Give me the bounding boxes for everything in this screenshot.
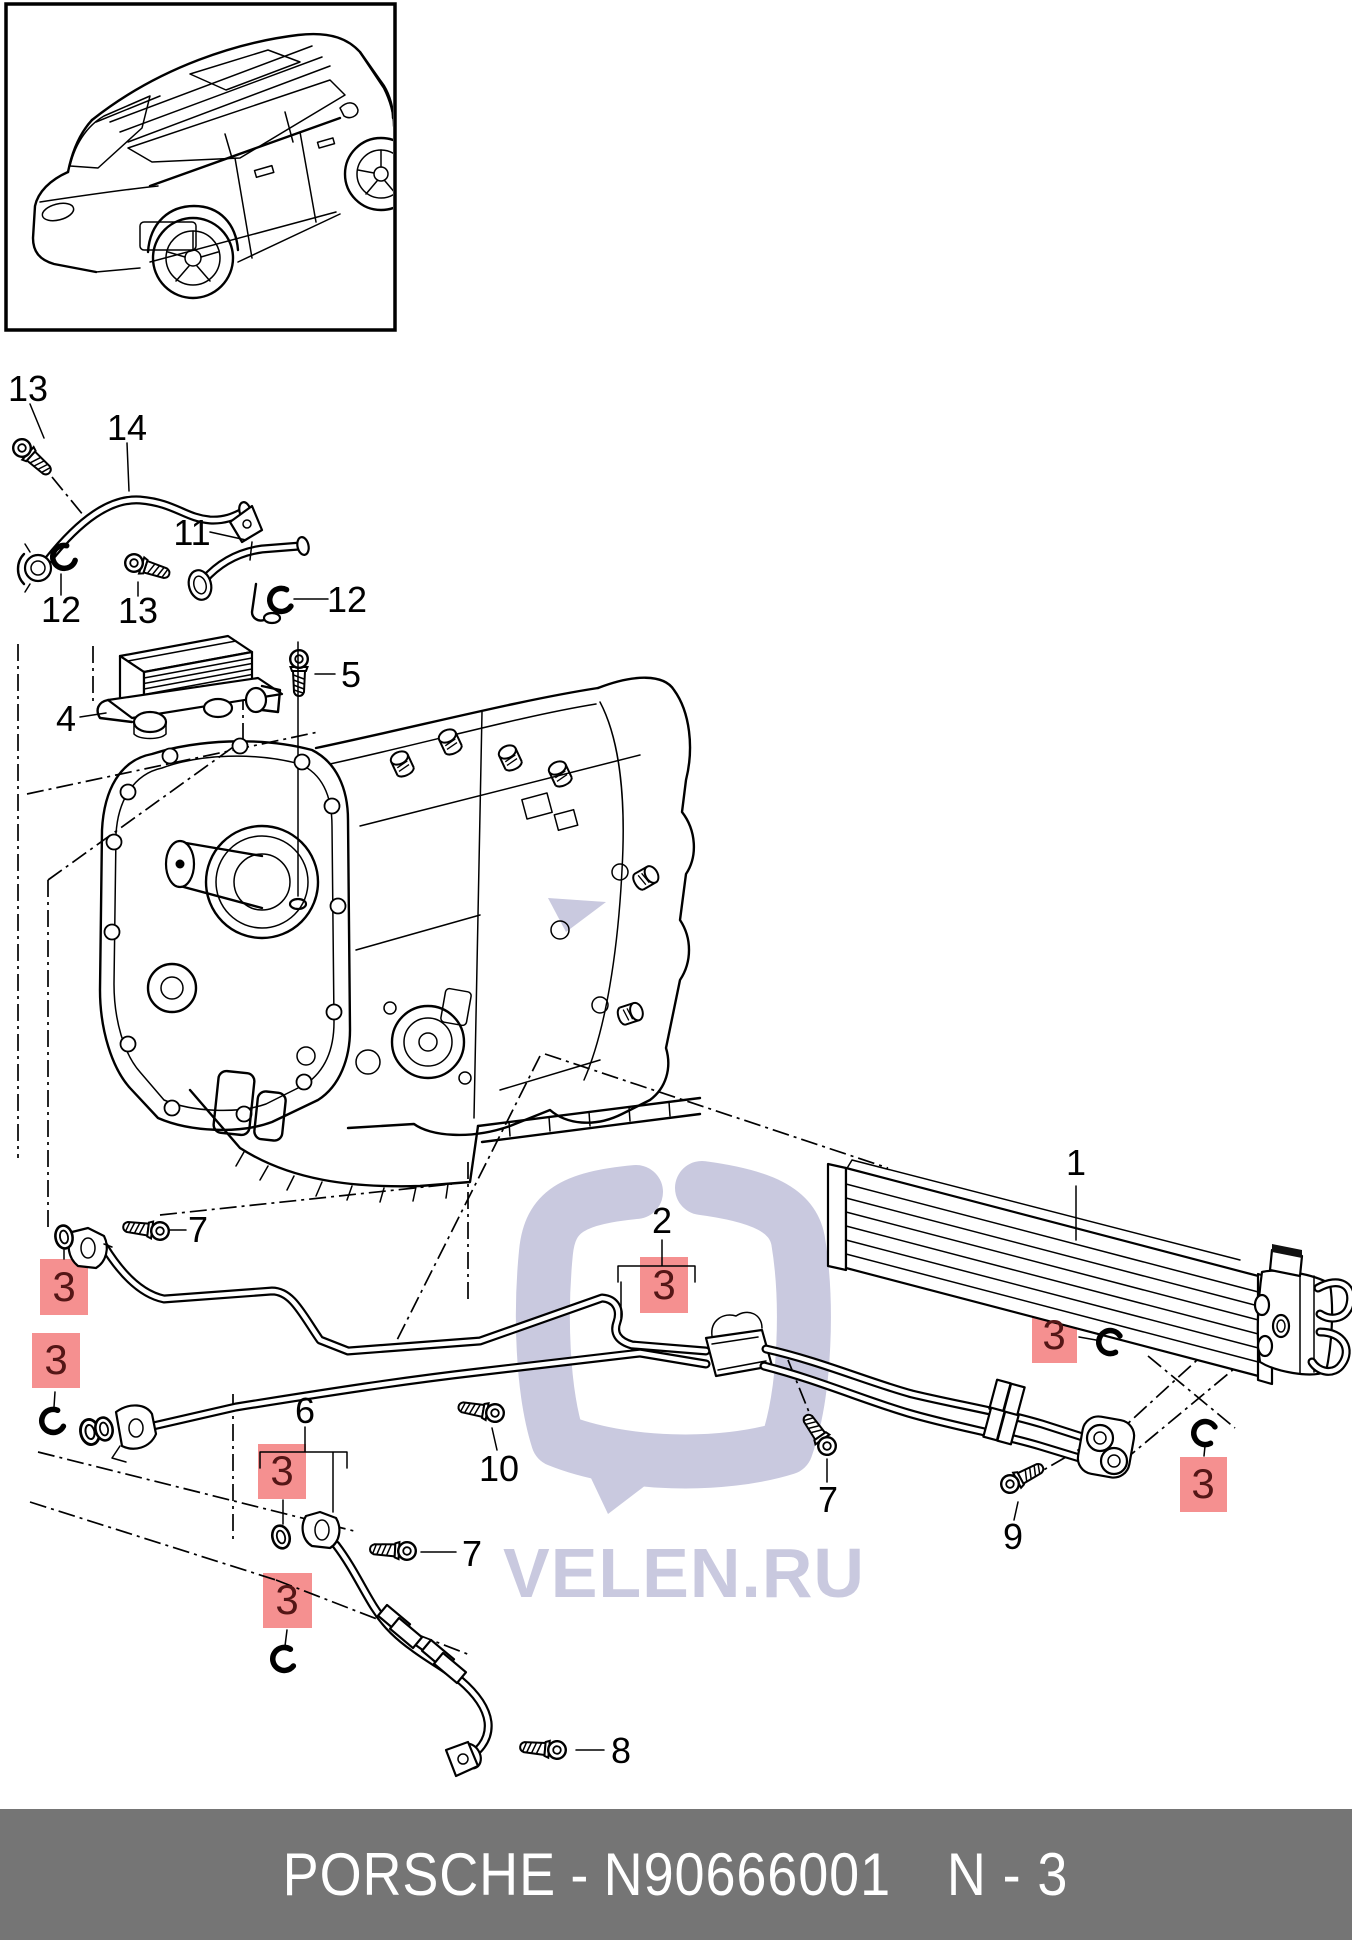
transmission	[98, 641, 702, 1203]
oil-cooler-feed-group	[8, 434, 310, 740]
callout-7-bottom-left: 7	[461, 1533, 483, 1574]
highlight-box	[32, 1333, 80, 1388]
highlight-box	[263, 1573, 312, 1628]
callout-7-center: 7	[817, 1479, 839, 1520]
pipe-6	[270, 1510, 493, 1778]
watermark-logo: VELEN.RU	[503, 898, 865, 1612]
callout-4: 4	[55, 698, 77, 739]
highlight-3-radiator: 3	[1042, 1311, 1066, 1358]
watermark-text: VELEN.RU	[503, 1534, 865, 1612]
bolt-8	[518, 1736, 568, 1761]
bolt-7-bottom-left	[368, 1539, 418, 1562]
heat-exchanger-4	[96, 634, 284, 740]
highlight-3-left-top: 3	[52, 1263, 76, 1310]
seal-ring-12-right	[267, 587, 292, 614]
highlight-3-bottom-left: 3	[275, 1576, 299, 1623]
callout-9: 9	[1002, 1516, 1024, 1557]
callout-10: 10	[478, 1448, 520, 1489]
highlight-3-center: 3	[652, 1261, 676, 1308]
highlight-box	[1180, 1457, 1227, 1512]
bolt-9	[996, 1457, 1049, 1498]
highlight-3-bottom-right: 3	[1191, 1460, 1215, 1507]
footer-page-ref: N - 3	[947, 1841, 1069, 1908]
seal-ring-3-bottom-right	[1191, 1419, 1216, 1446]
callout-11: 11	[173, 512, 211, 553]
highlight-box	[40, 1259, 88, 1315]
footer-bar: PORSCHE-N90666001 N - 3	[0, 1809, 1352, 1940]
highlight-boxes	[32, 1257, 1227, 1628]
callout-7-upper-left: 7	[187, 1209, 209, 1250]
callout-2: 2	[651, 1200, 673, 1241]
callout-12-right: 12	[326, 579, 368, 620]
seal-ring-3-left-lower	[38, 1407, 64, 1435]
seal-ring-3-left-top	[52, 1222, 76, 1252]
hose-14	[16, 495, 252, 593]
bolt-13-top	[8, 434, 57, 481]
pipe-11	[187, 504, 310, 625]
bolt-5	[289, 649, 309, 698]
oil-cooler-radiator-1	[826, 1159, 1352, 1386]
callout-13-top: 13	[7, 368, 49, 409]
footer-part-number: N90666001	[604, 1841, 892, 1908]
highlight-3-mid-bottom: 3	[270, 1447, 294, 1494]
highlight-3-left-lower: 3	[44, 1336, 68, 1383]
car-inset	[4, 2, 397, 332]
bolt-13-lower	[121, 550, 174, 585]
seal-ring-3-bottom-left	[271, 1646, 294, 1672]
callout-12-left: 12	[40, 589, 82, 630]
callout-6: 6	[294, 1390, 316, 1431]
callout-8: 8	[610, 1730, 632, 1771]
callout-1: 1	[1065, 1142, 1087, 1183]
leader-lines	[29, 403, 1206, 1751]
bolt-7-upper-left	[121, 1216, 172, 1243]
footer-separator: -	[570, 1841, 590, 1908]
car-illustration	[31, 32, 393, 300]
bolt-10	[455, 1396, 507, 1425]
footer-brand: PORSCHE	[283, 1841, 557, 1908]
callout-14: 14	[106, 407, 148, 448]
footer-text: PORSCHE-N90666001 N - 3	[283, 1840, 1069, 1909]
callout-13-lower: 13	[117, 590, 159, 631]
highlight-box	[258, 1444, 306, 1499]
pipe-assembly-2	[38, 1222, 1216, 1479]
callout-5: 5	[340, 654, 362, 695]
cover-bolt-holes	[103, 737, 347, 1123]
